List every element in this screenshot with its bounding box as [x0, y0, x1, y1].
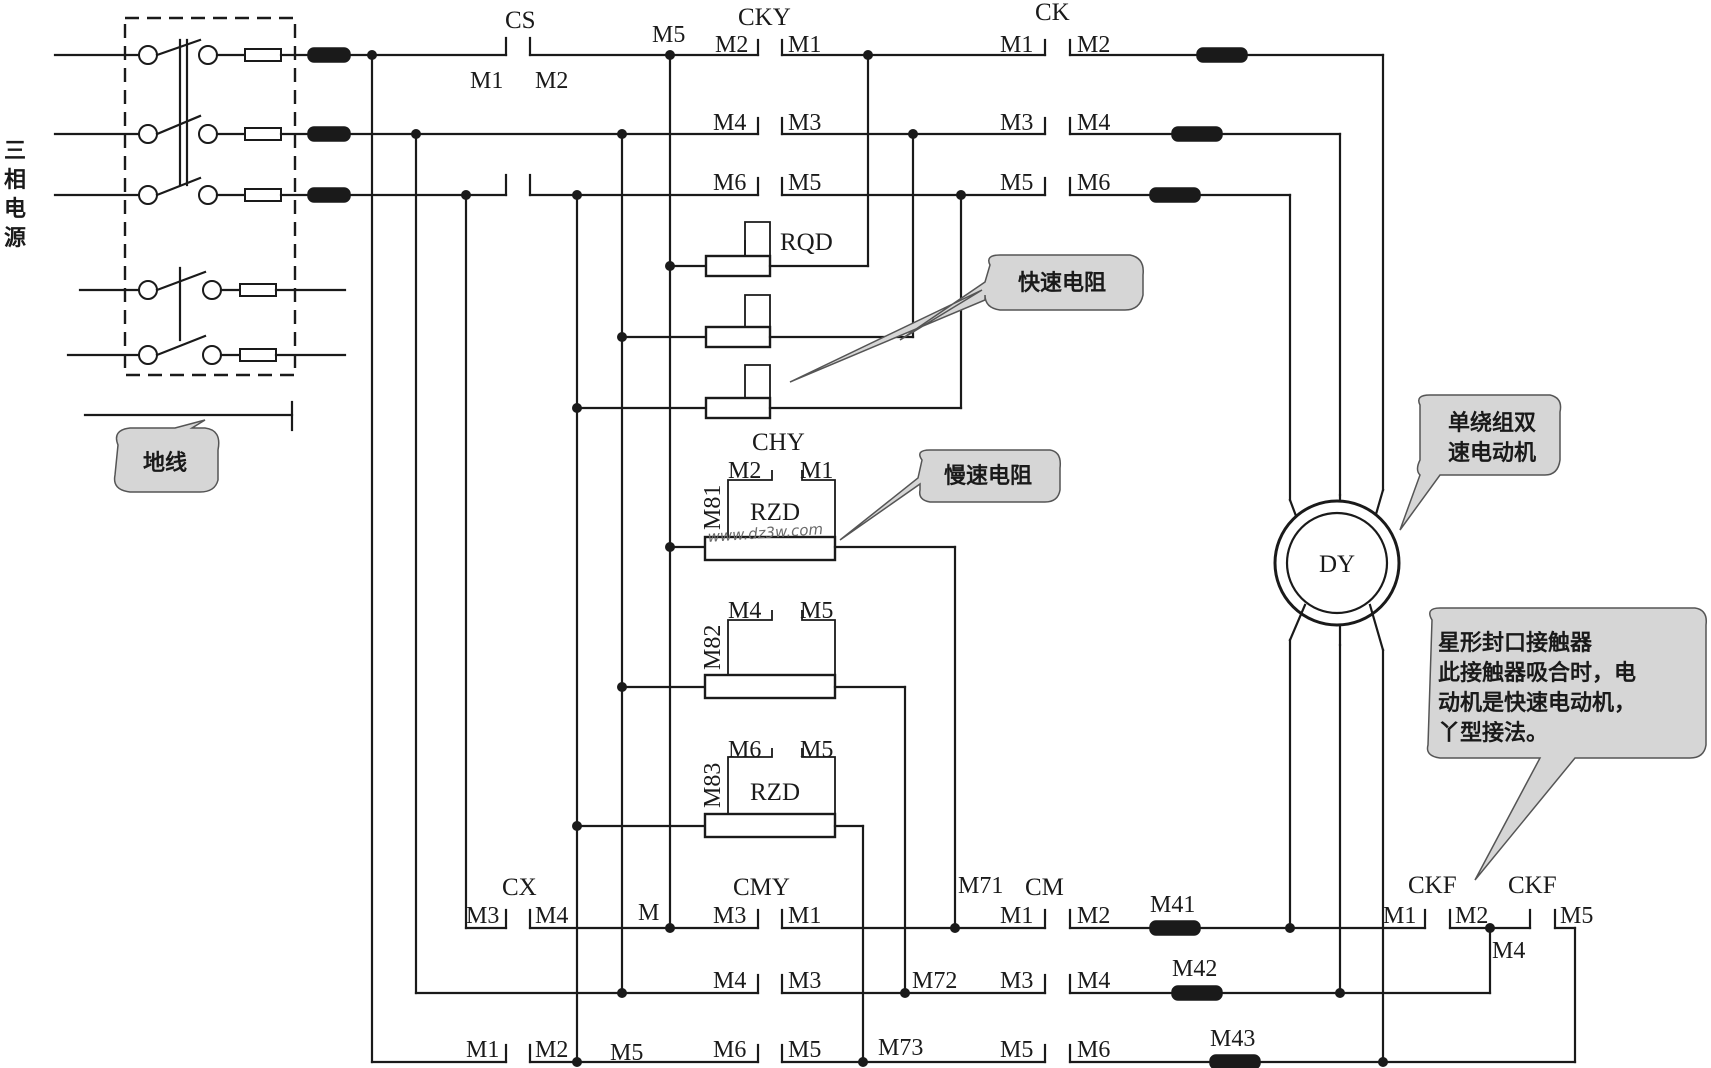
- terminal-label: M3: [466, 903, 499, 929]
- fast-resistor-2: [620, 132, 915, 349]
- cm-label: CM: [1025, 874, 1064, 901]
- terminal-label: M5: [652, 22, 685, 48]
- cs-label: CS: [505, 7, 536, 34]
- terminal-label: M81: [700, 485, 726, 530]
- terminal-label: M72: [912, 968, 957, 994]
- fast-resistor-label: 快速电阻: [1018, 270, 1106, 296]
- slow-resistor-callout: 慢速电阻: [839, 449, 1062, 541]
- terminal-label: M2: [1455, 903, 1488, 929]
- ground-label: 地线: [143, 450, 187, 476]
- terminal-label: M73: [878, 1035, 923, 1061]
- terminal-label: M1: [470, 68, 503, 94]
- terminal-label: M83: [700, 763, 726, 808]
- main-switch: [138, 38, 218, 205]
- ckf-label-1: CKF: [1408, 872, 1457, 899]
- cx-label: CX: [502, 874, 537, 901]
- terminal-label: M6: [1077, 170, 1110, 196]
- terminal-label: M5: [610, 1040, 643, 1066]
- power-source-char: 三: [4, 139, 26, 164]
- terminal-label: M41: [1150, 892, 1195, 918]
- ckf-label-2: CKF: [1508, 872, 1557, 899]
- terminal-label: M1: [788, 903, 821, 929]
- terminal-label: M6: [728, 737, 761, 763]
- aux-switch: [138, 266, 222, 365]
- terminal-label: M6: [713, 1037, 746, 1063]
- power-source-char: 源: [4, 226, 26, 251]
- power-source-text: 三相电源: [4, 139, 26, 251]
- terminal-label: M3: [1000, 110, 1033, 136]
- motor-dy: DY: [1273, 488, 1401, 652]
- slow-resistor-3: [575, 748, 865, 1064]
- motor-note-line-2: 速电动机: [1448, 440, 1536, 466]
- input-coils: [279, 47, 351, 203]
- terminal-label: M3: [788, 968, 821, 994]
- terminal-label: M: [638, 900, 659, 926]
- terminal-label: M5: [1560, 903, 1593, 929]
- terminal-label: M5: [788, 170, 821, 196]
- terminal-label: M2: [715, 32, 748, 58]
- power-source-label: 三相电源: [4, 139, 26, 251]
- ck-label: CK: [1035, 0, 1070, 26]
- terminal-label: M5: [1000, 170, 1033, 196]
- terminal-label: M2: [535, 68, 568, 94]
- terminal-label: M3: [1000, 968, 1033, 994]
- star-contactor-callout: 星形封口接触器 此接触器吸合时，电 动机是快速电动机， 丫型接法。: [1426, 607, 1708, 881]
- star-note-line-2: 此接触器吸合时，电: [1438, 660, 1636, 686]
- terminal-label: M5: [1000, 1037, 1033, 1063]
- terminal-label: M1: [1000, 32, 1033, 58]
- terminal-label: M5: [800, 737, 833, 763]
- rzd-label-1: RZD: [750, 499, 800, 526]
- terminal-label: M1: [1383, 903, 1416, 929]
- terminal-label: M42: [1172, 956, 1217, 982]
- terminal-label: M4: [1492, 938, 1525, 964]
- rzd-label-2: RZD: [750, 779, 800, 806]
- motor-label: DY: [1319, 551, 1355, 578]
- fast-resistor-callout: 快速电阻: [789, 254, 1144, 383]
- fuses: [215, 48, 347, 362]
- star-note-line-1: 星形封口接触器: [1438, 630, 1593, 656]
- power-source-char: 电: [4, 197, 26, 222]
- terminal-label: M2: [1077, 903, 1110, 929]
- power-source-char: 相: [4, 168, 26, 193]
- terminal-label: M5: [800, 598, 833, 624]
- terminal-label: M2: [535, 1037, 568, 1063]
- star-note-line-3: 动机是快速电动机，: [1438, 690, 1636, 716]
- terminal-label: M4: [713, 968, 746, 994]
- terminal-label: M4: [1077, 110, 1110, 136]
- star-note-line-4: 丫型接法。: [1438, 721, 1548, 746]
- slow-resistor-1: [668, 470, 957, 930]
- fast-resistor-3: [575, 193, 963, 420]
- terminal-label: M71: [958, 873, 1003, 899]
- terminal-label: M43: [1210, 1026, 1255, 1052]
- terminal-label: M4: [713, 110, 746, 136]
- terminal-label: M5: [788, 1037, 821, 1063]
- ckf-star-contactor: [1288, 908, 1577, 1064]
- terminal-label: M3: [713, 903, 746, 929]
- terminal-label: M1: [466, 1037, 499, 1063]
- terminal-label: M4: [728, 598, 761, 624]
- terminal-label: M2: [1077, 32, 1110, 58]
- terminal-label: M3: [788, 110, 821, 136]
- terminal-label: M1: [800, 458, 833, 484]
- terminal-label: M4: [1077, 968, 1110, 994]
- terminal-label: M1: [788, 32, 821, 58]
- motor-callout: 单绕组双 速电动机: [1399, 394, 1562, 531]
- rqd-label: RQD: [780, 229, 833, 256]
- starting-resistor-1: [668, 53, 870, 278]
- cky-label: CKY: [738, 4, 791, 31]
- terminal-label: M6: [713, 170, 746, 196]
- slow-resistor-label: 慢速电阻: [944, 463, 1032, 489]
- terminal-label: M4: [535, 903, 568, 929]
- terminal-label: M82: [700, 625, 726, 670]
- ground-line: [83, 400, 294, 432]
- ground-callout: 地线: [113, 419, 220, 493]
- chy-label: CHY: [752, 429, 805, 456]
- terminal-label: M6: [1077, 1037, 1110, 1063]
- terminal-label: M2: [728, 458, 761, 484]
- cmy-label: CMY: [733, 874, 790, 901]
- motor-note-line-1: 单绕组双: [1448, 410, 1536, 436]
- slow-resistor-2: [620, 610, 907, 995]
- terminal-label: M1: [1000, 903, 1033, 929]
